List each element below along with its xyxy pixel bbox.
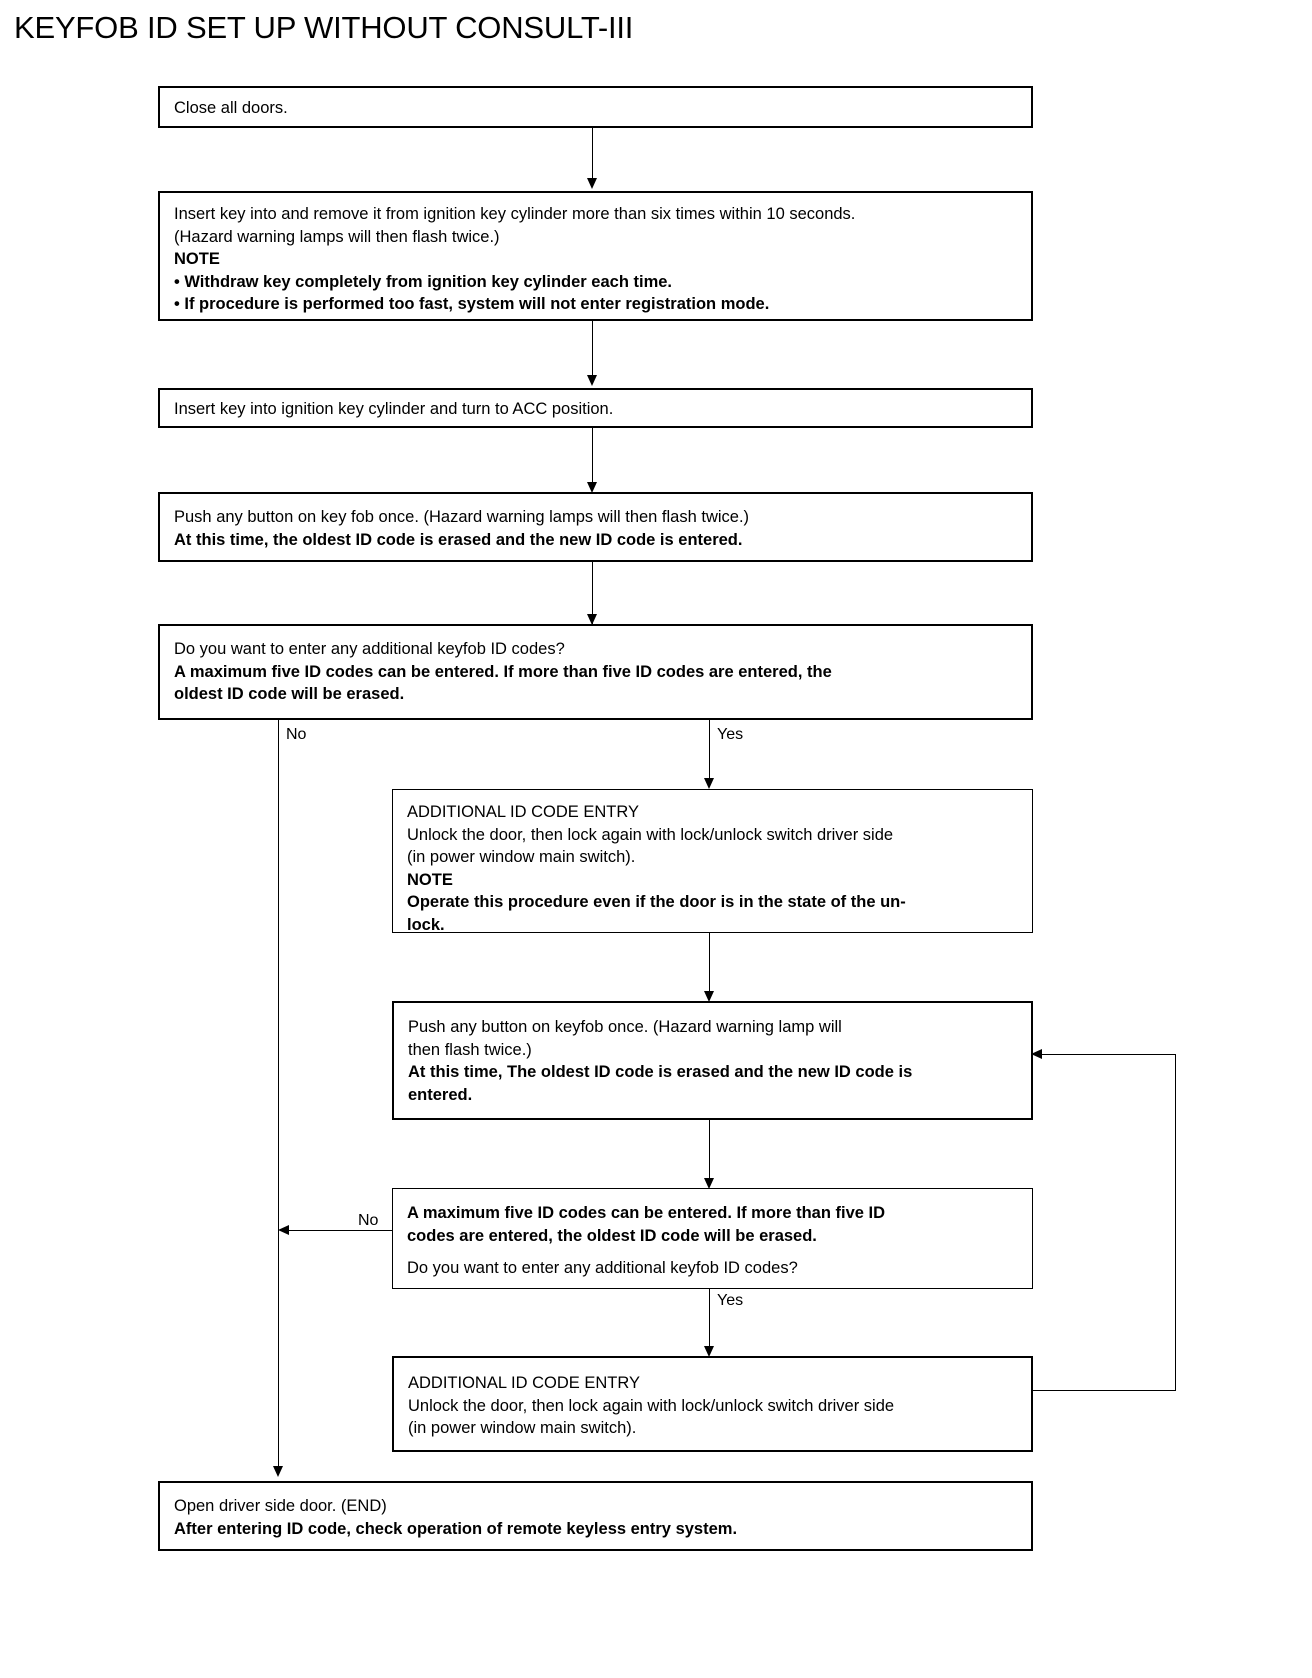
- box-line: Unlock the door, then lock again with lo…: [408, 1396, 895, 1415]
- step-box-insert-remove-key: Insert key into and remove it from ignit…: [158, 191, 1033, 321]
- box-line: (Hazard warning lamps will then flash tw…: [174, 227, 500, 246]
- box-line: (in power window main switch).: [408, 1419, 637, 1437]
- page-title: KEYFOB ID SET UP WITHOUT CONSULT-III: [14, 10, 634, 45]
- box-line: codes are entered, the oldest ID code wi…: [407, 1226, 817, 1245]
- box-line: Open driver side door. (END): [174, 1497, 387, 1515]
- box-line: Insert key into ignition key cylinder an…: [174, 400, 614, 418]
- end-box-open-driver-door: Open driver side door. (END) After enter…: [158, 1481, 1033, 1551]
- connector-line-no-branch-1: [278, 720, 279, 1472]
- box-line: then flash twice.): [408, 1040, 532, 1059]
- box-line: Do you want to enter any additional keyf…: [407, 1259, 798, 1277]
- connector-line: [592, 428, 593, 485]
- connector-arrow-left: [278, 1225, 289, 1235]
- box-line: At this time, the oldest ID code is eras…: [174, 530, 743, 549]
- connector-line: [592, 128, 593, 181]
- edge-label-no-1: No: [286, 726, 307, 743]
- connector-line-yes-branch-1: [709, 720, 710, 783]
- box-line: entered.: [408, 1085, 473, 1104]
- box-line: Close all doors.: [174, 99, 288, 117]
- box-line-heading: ADDITIONAL ID CODE ENTRY: [408, 1374, 640, 1392]
- box-line: Push any button on keyfob once. (Hazard …: [408, 1018, 842, 1036]
- box-line-note-heading: NOTE: [407, 870, 453, 889]
- edge-label-yes-2: Yes: [717, 1292, 744, 1309]
- edge-label-no-2: No: [358, 1212, 379, 1229]
- decision-box-additional-codes-1: Do you want to enter any additional keyf…: [158, 624, 1033, 720]
- box-line: Do you want to enter any additional keyf…: [174, 640, 565, 658]
- step-box-push-button-first: Push any button on key fob once. (Hazard…: [158, 492, 1033, 562]
- connector-line-loop-top: [1040, 1054, 1176, 1055]
- step-box-additional-entry-1: ADDITIONAL ID CODE ENTRY Unlock the door…: [392, 789, 1033, 934]
- connector-line: [709, 1120, 710, 1182]
- box-line: Unlock the door, then lock again with lo…: [407, 825, 894, 844]
- connector-arrow-down: [587, 375, 597, 386]
- box-line-note-bullet: • If procedure is performed too fast, sy…: [174, 295, 770, 313]
- step-box-additional-entry-2: ADDITIONAL ID CODE ENTRY Unlock the door…: [392, 1356, 1033, 1452]
- connector-arrow-down: [587, 178, 597, 189]
- connector-line: [709, 933, 710, 995]
- box-line-spacer: [407, 1247, 1018, 1257]
- box-line: Push any button on key fob once. (Hazard…: [174, 508, 750, 526]
- connector-arrow-left: [1031, 1049, 1042, 1059]
- connector-line: [592, 562, 593, 626]
- box-line-heading: ADDITIONAL ID CODE ENTRY: [407, 803, 639, 821]
- step-box-turn-acc: Insert key into ignition key cylinder an…: [158, 388, 1033, 428]
- connector-arrow-down: [704, 1178, 714, 1189]
- connector-line-loop-right: [1175, 1054, 1176, 1391]
- box-line: (in power window main switch).: [407, 848, 636, 866]
- connector-arrow-down: [704, 1346, 714, 1357]
- connector-arrow-down: [587, 614, 597, 625]
- box-line: A maximum five ID codes can be entered. …: [174, 662, 832, 681]
- box-line-note-bullet: • Withdraw key completely from ignition …: [174, 272, 673, 291]
- edge-label-yes-1: Yes: [717, 726, 744, 743]
- connector-arrow-down: [704, 778, 714, 789]
- connector-line: [592, 321, 593, 378]
- box-line: A maximum five ID codes can be entered. …: [407, 1204, 886, 1222]
- connector-line-loop-bottom: [1033, 1390, 1176, 1391]
- connector-arrow-down: [704, 991, 714, 1002]
- connector-arrow-down: [587, 482, 597, 493]
- box-line: At this time, The oldest ID code is eras…: [408, 1063, 913, 1081]
- box-line: lock.: [407, 915, 445, 934]
- decision-box-additional-codes-2: A maximum five ID codes can be entered. …: [392, 1188, 1033, 1289]
- box-line: oldest ID code will be erased.: [174, 685, 405, 703]
- box-line: Insert key into and remove it from ignit…: [174, 205, 856, 223]
- box-line: After entering ID code, check operation …: [174, 1519, 738, 1538]
- box-line: Operate this procedure even if the door …: [407, 893, 906, 911]
- box-line-note-heading: NOTE: [174, 250, 220, 268]
- connector-arrow-down: [273, 1466, 283, 1477]
- connector-line-no-branch-2: [285, 1230, 392, 1231]
- step-box-push-button-second: Push any button on keyfob once. (Hazard …: [392, 1001, 1033, 1120]
- step-box-close-doors: Close all doors.: [158, 86, 1033, 128]
- connector-line-yes-branch-2: [709, 1289, 710, 1350]
